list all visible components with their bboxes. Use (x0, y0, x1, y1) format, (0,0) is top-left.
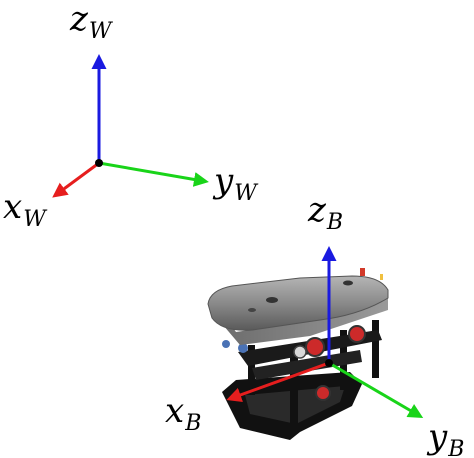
world-x-label: xW (3, 187, 46, 232)
rov-vehicle (207, 268, 389, 440)
body-y-label: yB (428, 417, 465, 458)
rov-frame-post (248, 345, 255, 395)
rov-hull-top (207, 275, 389, 331)
body-x-label: xB (165, 391, 202, 436)
rov-frame-post (372, 320, 379, 378)
rov-indicator-light (360, 268, 365, 276)
rov-frame-post (290, 350, 298, 430)
world-frame (52, 54, 209, 198)
body-origin (325, 359, 333, 367)
body-y-axis (328, 361, 424, 419)
rov-thruster (348, 325, 366, 343)
rov-thruster (305, 337, 325, 357)
body-z-label: zB (308, 190, 344, 235)
world-origin (95, 159, 103, 167)
world-y-label: yW (214, 161, 257, 206)
rov-thruster (315, 385, 331, 401)
world-z-label: zW (70, 0, 112, 44)
rov-hull-side (212, 296, 388, 345)
body-x-axis (226, 361, 330, 403)
world-x-axis (52, 161, 100, 198)
body-frame (226, 246, 424, 419)
world-y-axis (98, 161, 209, 187)
